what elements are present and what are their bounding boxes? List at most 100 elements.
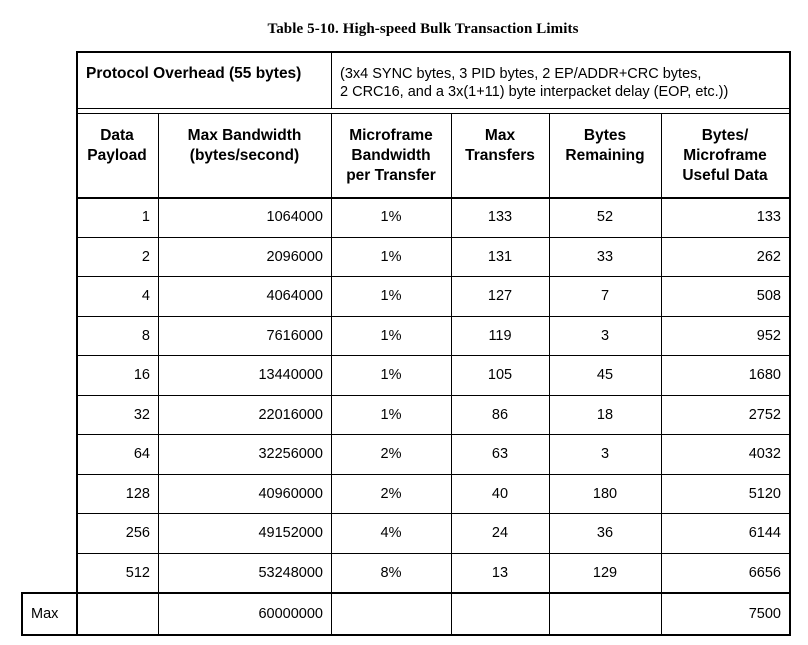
cell-payload: 4 [141,288,150,305]
cell-useful: 5120 [748,485,781,502]
row-divider [76,513,790,514]
cell-microframe: 2% [380,485,402,502]
cell-transfers: 63 [491,446,509,463]
cell-bandwidth: 1064000 [266,209,323,226]
header-bandwidth: Max Bandwidth (bytes/second) [158,126,331,166]
cell-useful: 4032 [748,446,781,463]
cell-useful: 262 [756,248,781,265]
protocol-row-border [76,108,790,110]
max-row-left-border [21,592,23,634]
protocol-overhead-description-line2: 2 CRC16, and a 3x(1+11) byte interpacket… [340,84,729,100]
cell-transfers: 40 [491,485,509,502]
cell-remaining: 180 [592,485,618,502]
cell-bandwidth: 40960000 [258,485,323,502]
header-microframe-line2: Bandwidth [351,147,431,164]
cell-transfers: 86 [491,406,509,423]
cell-bandwidth: 2096000 [266,248,323,265]
header-useful-line1: Bytes/ [701,127,749,144]
header-bottom-border [76,197,790,199]
row-divider [76,315,790,317]
cell-payload: 2 [141,248,150,265]
cell-payload: 64 [133,446,150,463]
cell-payload: 256 [125,525,150,542]
cell-microframe: 2% [380,446,402,463]
cell-transfers: 133 [487,209,513,226]
table-left-border [76,51,78,634]
cell-remaining: 52 [596,209,614,226]
table-caption: Table 5-10. High-speed Bulk Transaction … [267,21,579,37]
column-divider [158,113,159,634]
cell-bandwidth: 13440000 [258,367,323,384]
header-useful-line3: Useful Data [682,167,768,184]
cell-payload: 8 [141,327,150,344]
max-cell-useful: 7500 [748,605,781,622]
table-bottom-border [21,634,790,636]
cell-transfers: 127 [487,288,513,305]
cell-payload: 16 [133,367,150,384]
protocol-overhead-description: (3x4 SYNC bytes, 3 PID bytes, 2 EP/ADDR+… [340,65,728,101]
header-bandwidth-line2: (bytes/second) [189,147,300,164]
row-divider [76,276,790,277]
cell-remaining: 3 [600,446,610,463]
row-divider [76,236,790,238]
cell-useful: 1680 [748,367,781,384]
cell-transfers: 13 [491,564,509,581]
table-top-border [76,51,790,53]
cell-transfers: 119 [488,327,512,344]
cell-payload: 32 [133,406,150,423]
header-remaining-line2: Remaining [565,147,645,164]
cell-microframe: 1% [380,327,402,344]
cell-remaining: 45 [596,367,614,384]
cell-bandwidth: 7616000 [266,327,323,344]
max-cell-bandwidth: 60000000 [258,605,323,622]
column-divider [331,113,332,634]
cell-useful: 6656 [748,564,781,581]
cell-remaining: 18 [596,406,614,423]
cell-transfers: 24 [491,525,509,542]
cell-bandwidth: 49152000 [258,525,323,542]
cell-useful: 2752 [748,406,781,423]
header-payload-line1: Data [100,127,134,144]
cell-remaining: 36 [596,525,614,542]
protocol-divider [331,51,332,108]
header-bandwidth-line1: Max Bandwidth [187,127,302,144]
header-useful-line2: Microframe [683,147,767,164]
max-row-label: Max [31,605,59,622]
cell-payload: 128 [125,485,150,502]
protocol-overhead-label: Protocol Overhead (55 bytes) [86,65,302,82]
cell-remaining: 7 [600,288,610,305]
cell-useful: 508 [756,288,781,305]
cell-useful: 133 [756,209,781,226]
cell-useful: 952 [756,327,781,344]
row-divider [76,394,790,396]
cell-bandwidth: 22016000 [258,406,323,423]
header-microframe-line1: Microframe [349,127,433,144]
cell-payload: 1 [141,209,150,226]
cell-bandwidth: 32256000 [258,446,323,463]
column-divider [451,113,452,634]
cell-remaining: 129 [592,564,618,581]
cell-microframe: 4% [380,525,402,542]
cell-microframe: 8% [380,564,402,581]
row-divider [76,355,790,356]
cell-microframe: 1% [380,248,402,265]
cell-bandwidth: 4064000 [266,288,323,305]
protocol-overhead-description-line1: (3x4 SYNC bytes, 3 PID bytes, 2 EP/ADDR+… [340,66,702,82]
cell-remaining: 33 [596,248,614,265]
cell-useful: 6144 [748,525,781,542]
cell-microframe: 1% [380,288,402,305]
cell-microframe: 1% [380,367,402,384]
row-divider [76,434,790,435]
row-divider [76,473,790,475]
header-payload-line2: Payload [87,147,147,164]
cell-transfers: 105 [487,367,513,384]
header-microframe-line3: per Transfer [346,167,436,184]
column-divider [549,113,550,634]
column-divider [661,113,662,634]
cell-microframe: 1% [380,406,402,423]
